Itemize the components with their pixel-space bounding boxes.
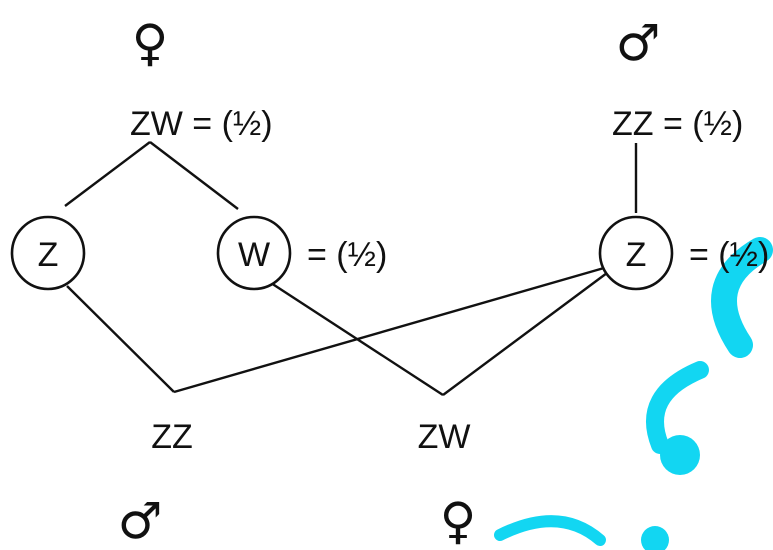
- edge-female-parent-to-w: [149, 141, 239, 210]
- offspring-female-genotype: ZW: [418, 418, 471, 456]
- edge-w-female-to-zw: [270, 281, 444, 397]
- gamete-label: Z: [626, 236, 647, 274]
- gamete-z-female: Z: [10, 215, 86, 291]
- edge-zw-to-z-male: [442, 269, 612, 396]
- offspring-female-symbol-icon: ♀: [440, 492, 477, 550]
- male-parent-genotype: ZZ = (½): [612, 105, 743, 143]
- gamete-label: Z: [38, 236, 59, 274]
- gamete-z-male-probability: = (½): [689, 236, 769, 274]
- watermark: [494, 237, 773, 550]
- gamete-circle: [598, 215, 674, 291]
- gamete-label: W: [238, 236, 270, 274]
- female-parent-genotype: ZW = (½): [130, 105, 273, 143]
- male-parent-symbol-icon: ♂: [616, 14, 661, 72]
- edge-z-female-to-zz: [66, 285, 175, 393]
- gamete-z-male: Z: [598, 215, 674, 291]
- female-parent-symbol-icon: ♀: [132, 14, 169, 72]
- gamete-circle: [216, 215, 292, 291]
- gamete-circle: [10, 215, 86, 291]
- cross-lines: [64, 141, 638, 397]
- gamete-w-probability: = (½): [307, 236, 387, 274]
- gamete-w-female: W: [216, 215, 292, 291]
- offspring-male-symbol-icon: ♂: [118, 492, 163, 550]
- edge-female-parent-to-z: [64, 141, 151, 207]
- offspring-male-genotype: ZZ: [151, 418, 193, 456]
- edge-zz-to-z-male: [173, 266, 605, 394]
